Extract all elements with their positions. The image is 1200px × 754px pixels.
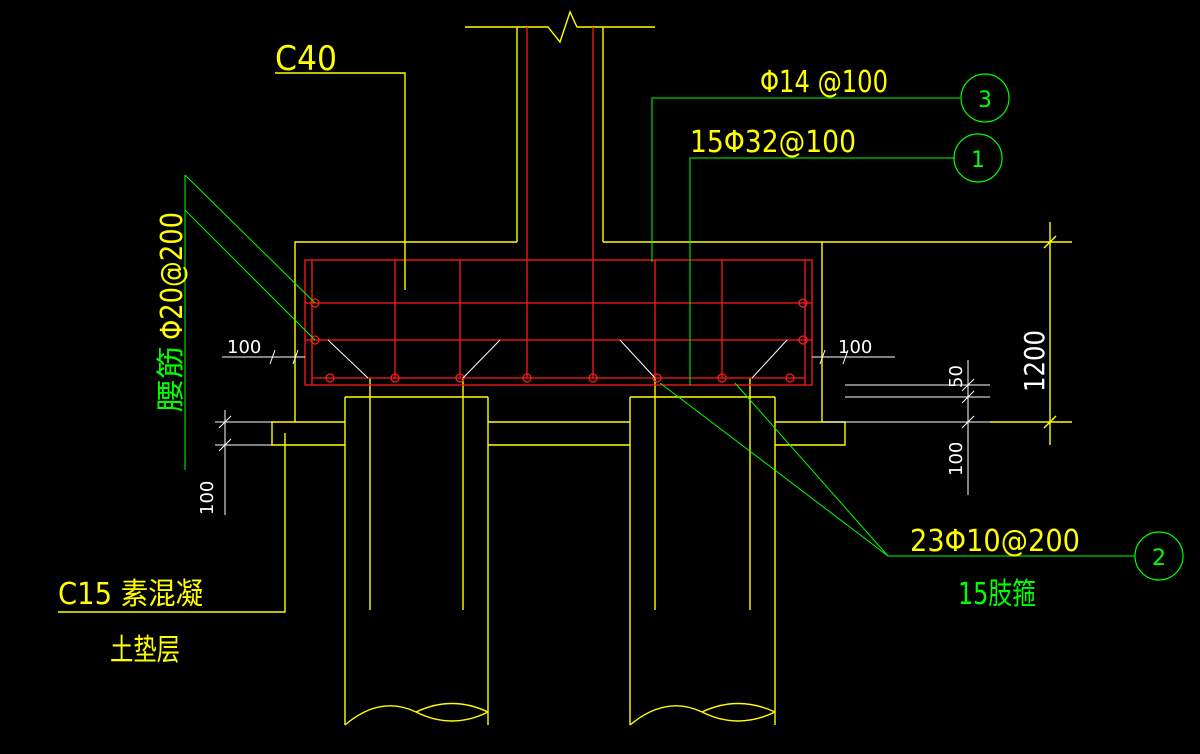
pile-right <box>629 378 776 726</box>
column-rebar <box>526 27 594 378</box>
cap-leaders <box>58 72 1135 613</box>
top-bar-spec-label: Φ14 @100 <box>760 65 888 100</box>
anchorage-hooks <box>327 339 788 379</box>
cushion-layer <box>271 421 846 446</box>
callout-1: 1 <box>953 133 1003 183</box>
dimension-lines <box>215 222 1072 515</box>
side-bar-name-label: 腰筋 <box>154 346 187 412</box>
cushion-label-line2: 土垫层 <box>110 633 180 668</box>
stirrup-legs-label: 15肢箍 <box>958 577 1036 612</box>
dim-left-overhang: 100 <box>227 337 261 358</box>
pile-left <box>344 378 489 726</box>
stirrup-spec-label: 23Φ10@200 <box>910 524 1080 559</box>
side-bar-spec-label: Φ20@200 <box>155 212 190 340</box>
concrete-grade-label: C40 <box>275 39 337 79</box>
bottom-bar-spec-label: 15Φ32@100 <box>690 125 856 160</box>
column <box>465 10 655 242</box>
svg-text:3: 3 <box>978 88 992 113</box>
callout-2: 2 <box>1134 531 1184 581</box>
cushion-label-line1: C15 素混凝 <box>58 577 203 612</box>
rebar-dots <box>310 298 808 383</box>
svg-text:1: 1 <box>971 148 985 173</box>
dim-right-cushion: 100 <box>946 442 967 476</box>
pile-cap-outline <box>294 241 823 422</box>
rebar-cage <box>304 259 813 386</box>
dim-cover: 50 <box>946 365 967 388</box>
dim-cap-height: 1200 <box>1018 330 1051 392</box>
dim-left-cushion: 100 <box>197 481 218 515</box>
callout-3: 3 <box>960 73 1010 123</box>
svg-text:2: 2 <box>1152 546 1166 571</box>
dim-right-overhang: 100 <box>838 337 872 358</box>
